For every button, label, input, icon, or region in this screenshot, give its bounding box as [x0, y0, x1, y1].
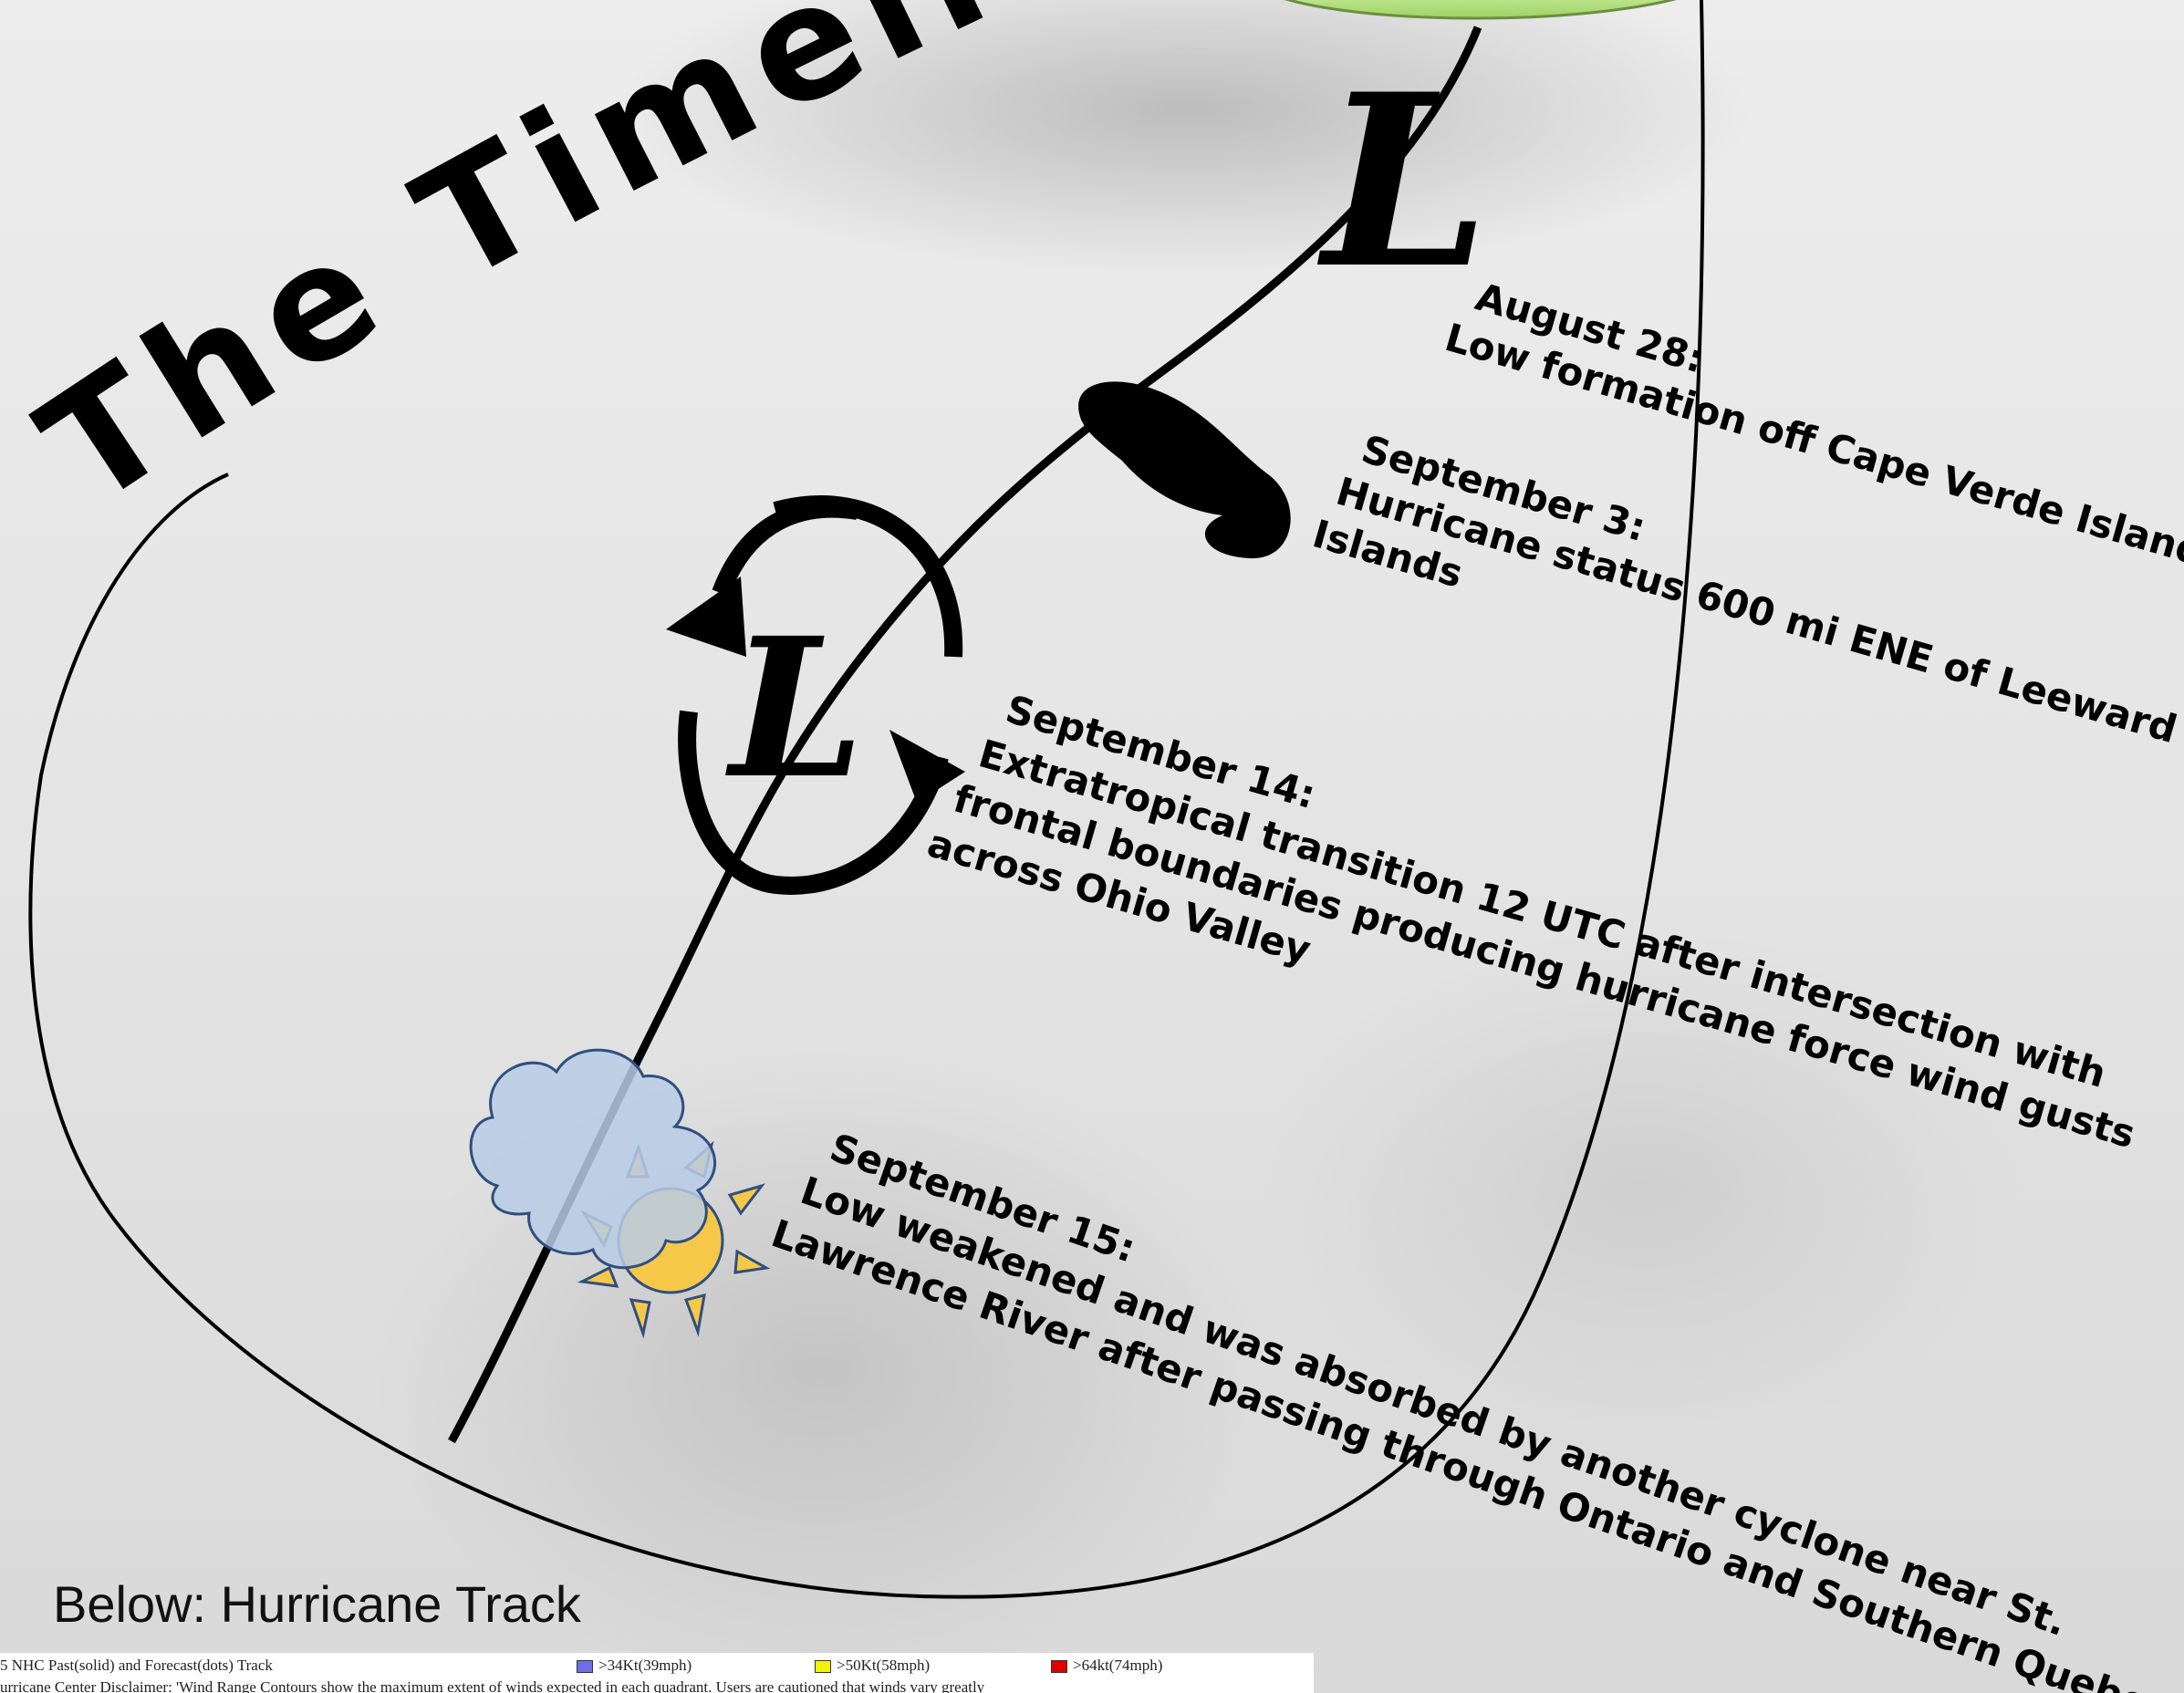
- legend-swatch: [815, 1660, 831, 1673]
- partly-cloudy-icon: [471, 1050, 766, 1334]
- track-header: 5 NHC Past(solid) and Forecast(dots) Tra…: [0, 1657, 273, 1675]
- legend-34kt: >34Kt(39mph): [577, 1657, 692, 1675]
- svg-text:L: L: [725, 596, 865, 821]
- entry-text: frontal boundaries producing hurricane f…: [949, 776, 2140, 1158]
- green-banner: [1264, 0, 1701, 18]
- legend-50kt: >50Kt(58mph): [815, 1657, 930, 1675]
- hurricane-icon: [1078, 381, 1291, 558]
- timeline-entry-sep3: September 3: Hurricane status 600 mi ENE…: [1308, 420, 2184, 797]
- legend-swatch: [577, 1660, 593, 1673]
- hurricane-track-image: 5 NHC Past(solid) and Forecast(dots) Tra…: [0, 1653, 1314, 1693]
- legend-swatch: [1051, 1660, 1067, 1673]
- entry-text: Lawrence River after passing through Ont…: [766, 1210, 2154, 1693]
- hurricane-track-label: Below: Hurricane Track: [53, 1574, 581, 1634]
- track-header-row: 5 NHC Past(solid) and Forecast(dots) Tra…: [0, 1657, 1314, 1675]
- extratropical-low-icon: L: [666, 504, 965, 886]
- timeline-entry-sep15: September 15: Low weakened and was absor…: [766, 1116, 2184, 1693]
- slide-title: The Timeli: [10, 0, 1022, 542]
- timeline-entry-sep14: September 14: Extratropical transition 1…: [922, 676, 2168, 1205]
- entry-text: Low weakened and was absorbed by another…: [796, 1168, 2073, 1645]
- low-formation-icon: L: [1316, 43, 1490, 321]
- track-disclaimer: urricane Center Disclaimer: 'Wind Range …: [0, 1678, 1314, 1693]
- legend-64kt: >64kt(74mph): [1051, 1657, 1162, 1675]
- cloud-icon: [471, 1050, 714, 1268]
